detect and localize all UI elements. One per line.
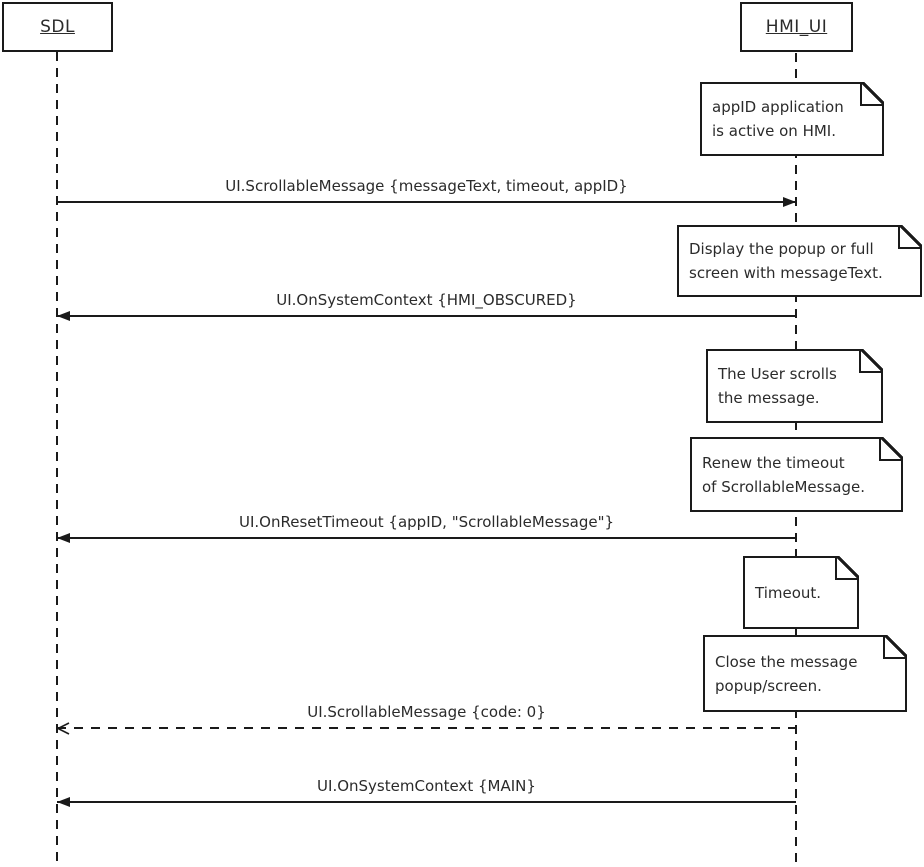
arrowhead-right-icon <box>783 197 796 207</box>
lifeline-sdl <box>56 52 58 867</box>
message-label: UI.ScrollableMessage {messageText, timeo… <box>225 177 628 195</box>
participant-label: HMI_UI <box>765 17 828 37</box>
note-fold-icon <box>883 635 907 659</box>
note-text: Close the message popup/screen. <box>715 652 858 695</box>
participant-label: SDL <box>40 17 75 37</box>
note-text: appID application is active on HMI. <box>712 98 844 140</box>
note-close-message: Close the message popup/screen. <box>703 635 907 712</box>
note-fold-icon <box>835 556 859 580</box>
note-text: Display the popup or full screen with me… <box>689 240 883 282</box>
arrowhead-left-icon <box>57 311 70 321</box>
message-onresettimeout: UI.OnResetTimeout {appID, "ScrollableMes… <box>57 509 796 543</box>
message-onsystemcontext-hmi-obscured: UI.OnSystemContext {HMI_OBSCURED} <box>57 287 796 321</box>
note-fold-icon <box>859 349 883 373</box>
message-scrollablemessage-response: UI.ScrollableMessage {code: 0} <box>57 699 796 735</box>
open-arrowhead-left-icon <box>57 722 70 735</box>
message-label: UI.ScrollableMessage {code: 0} <box>307 703 546 721</box>
message-line <box>57 315 796 317</box>
arrowhead-left-icon <box>57 797 70 807</box>
note-renew-timeout: Renew the timeout of ScrollableMessage. <box>690 437 903 512</box>
note-fold-icon <box>860 82 884 106</box>
note-display-popup: Display the popup or full screen with me… <box>677 225 922 297</box>
message-line <box>57 201 796 203</box>
note-timeout: Timeout. <box>743 556 859 629</box>
message-label: UI.OnSystemContext {MAIN} <box>317 777 536 795</box>
participant-sdl: SDL <box>2 2 113 52</box>
message-scrollablemessage-request: UI.ScrollableMessage {messageText, timeo… <box>57 173 796 207</box>
note-text: Renew the timeout of ScrollableMessage. <box>702 453 865 496</box>
message-onsystemcontext-main: UI.OnSystemContext {MAIN} <box>57 773 796 807</box>
note-fold-icon <box>898 225 922 249</box>
message-line <box>57 537 796 539</box>
note-text: The User scrolls the message. <box>718 365 837 407</box>
note-fold-icon <box>879 437 903 461</box>
message-line <box>57 727 796 729</box>
note-appid-active: appID application is active on HMI. <box>700 82 884 156</box>
note-user-scrolls: The User scrolls the message. <box>706 349 883 423</box>
arrowhead-left-icon <box>57 533 70 543</box>
message-label: UI.OnResetTimeout {appID, "ScrollableMes… <box>238 513 615 531</box>
message-line <box>57 801 796 803</box>
note-text: Timeout. <box>755 583 822 602</box>
message-label: UI.OnSystemContext {HMI_OBSCURED} <box>276 291 577 309</box>
participant-hmi-ui: HMI_UI <box>740 2 853 52</box>
